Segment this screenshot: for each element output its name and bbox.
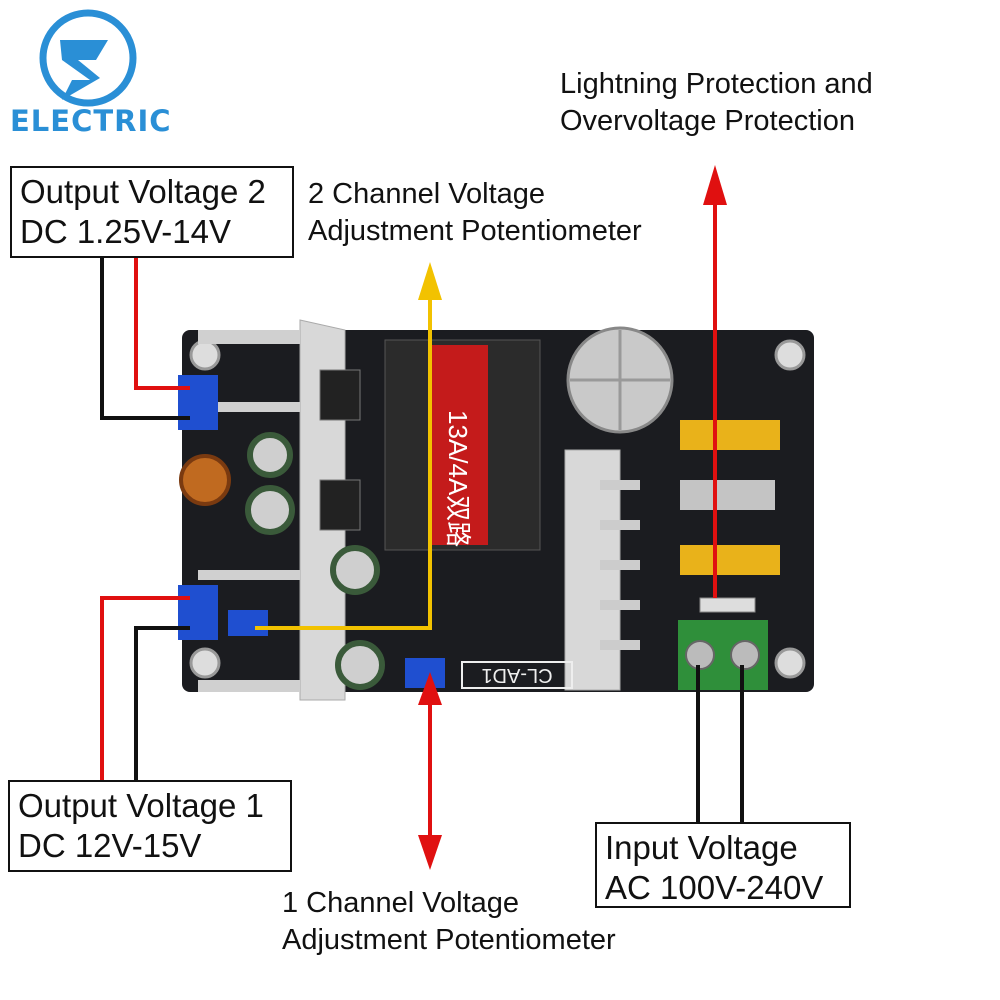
output1-title: Output Voltage 1 xyxy=(18,787,264,824)
output1-terminal xyxy=(178,585,218,640)
output2-range: DC 1.25V-14V xyxy=(20,213,231,250)
red-arrow-down-icon xyxy=(418,835,442,870)
fuse xyxy=(699,597,756,613)
input-box: Input Voltage AC 100V-240V xyxy=(595,822,851,908)
output1-range: DC 12V-15V xyxy=(18,827,202,864)
mount-hole-icon xyxy=(774,647,806,679)
pot2 xyxy=(228,610,268,636)
inductor xyxy=(179,454,231,506)
pot2-label: 2 Channel Voltage Adjustment Potentiomet… xyxy=(308,178,642,247)
transformer-label: 13A/4A双路 xyxy=(443,410,473,548)
mount-hole-icon xyxy=(189,647,221,679)
input-title: Input Voltage xyxy=(605,829,798,866)
output2-box: Output Voltage 2 DC 1.25V-14V xyxy=(10,166,294,258)
red-arrow-up-icon xyxy=(418,672,442,705)
red-arrow-up-icon xyxy=(703,165,727,205)
output2-terminal xyxy=(178,375,218,430)
mount-hole-icon xyxy=(774,339,806,371)
pot1-label: 1 Channel Voltage Adjustment Potentiomet… xyxy=(282,887,616,956)
protection-label: Lightning Protection and Overvoltage Pro… xyxy=(560,68,873,137)
model-label: CL-AD1 xyxy=(481,664,553,686)
mount-hole-icon xyxy=(189,339,221,371)
yellow-arrow-head-icon xyxy=(418,262,442,300)
logo-text: ELECTRIC xyxy=(10,104,172,138)
output1-box: Output Voltage 1 DC 12V-15V xyxy=(8,780,292,872)
pot1 xyxy=(405,658,445,688)
output2-title: Output Voltage 2 xyxy=(20,173,266,210)
input-range: AC 100V-240V xyxy=(605,869,824,906)
